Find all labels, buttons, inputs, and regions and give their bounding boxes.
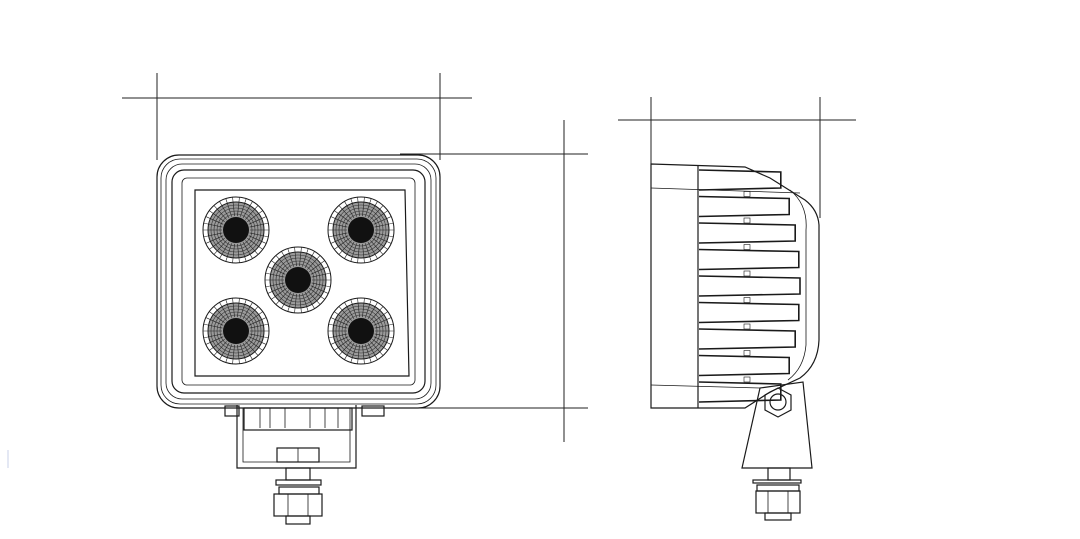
mount-tab-left xyxy=(224,405,240,417)
fin xyxy=(698,222,796,244)
side-bracket xyxy=(741,381,813,469)
fin xyxy=(698,275,801,297)
lens xyxy=(194,189,410,377)
housing-edge xyxy=(160,158,437,405)
led-group xyxy=(202,196,395,365)
side-housing xyxy=(650,163,820,409)
mount-tab-right xyxy=(361,405,385,417)
side-view xyxy=(650,163,820,521)
side-dimension-lines xyxy=(618,97,856,218)
front-dimension-lines xyxy=(122,73,588,442)
bezel xyxy=(171,169,426,394)
led-icon xyxy=(202,196,270,264)
bracket-top xyxy=(243,407,353,431)
led-icon xyxy=(264,246,332,314)
fin xyxy=(698,169,782,191)
bezel-inner xyxy=(181,177,416,386)
fin xyxy=(698,381,782,403)
fin xyxy=(698,195,790,218)
fin xyxy=(698,328,796,350)
led-icon xyxy=(202,297,270,365)
pivot-nut xyxy=(764,387,792,418)
pivot-bolt xyxy=(769,393,787,411)
housing-edge xyxy=(165,163,432,400)
heat-sink-fins xyxy=(698,169,801,403)
fin xyxy=(698,301,800,324)
fin xyxy=(698,354,790,377)
led-icon xyxy=(327,297,395,365)
led-icon xyxy=(327,196,395,264)
fin xyxy=(698,248,800,271)
mounting-bolt xyxy=(273,467,323,525)
front-view xyxy=(156,154,441,525)
side-mounting-bolt xyxy=(752,467,802,521)
